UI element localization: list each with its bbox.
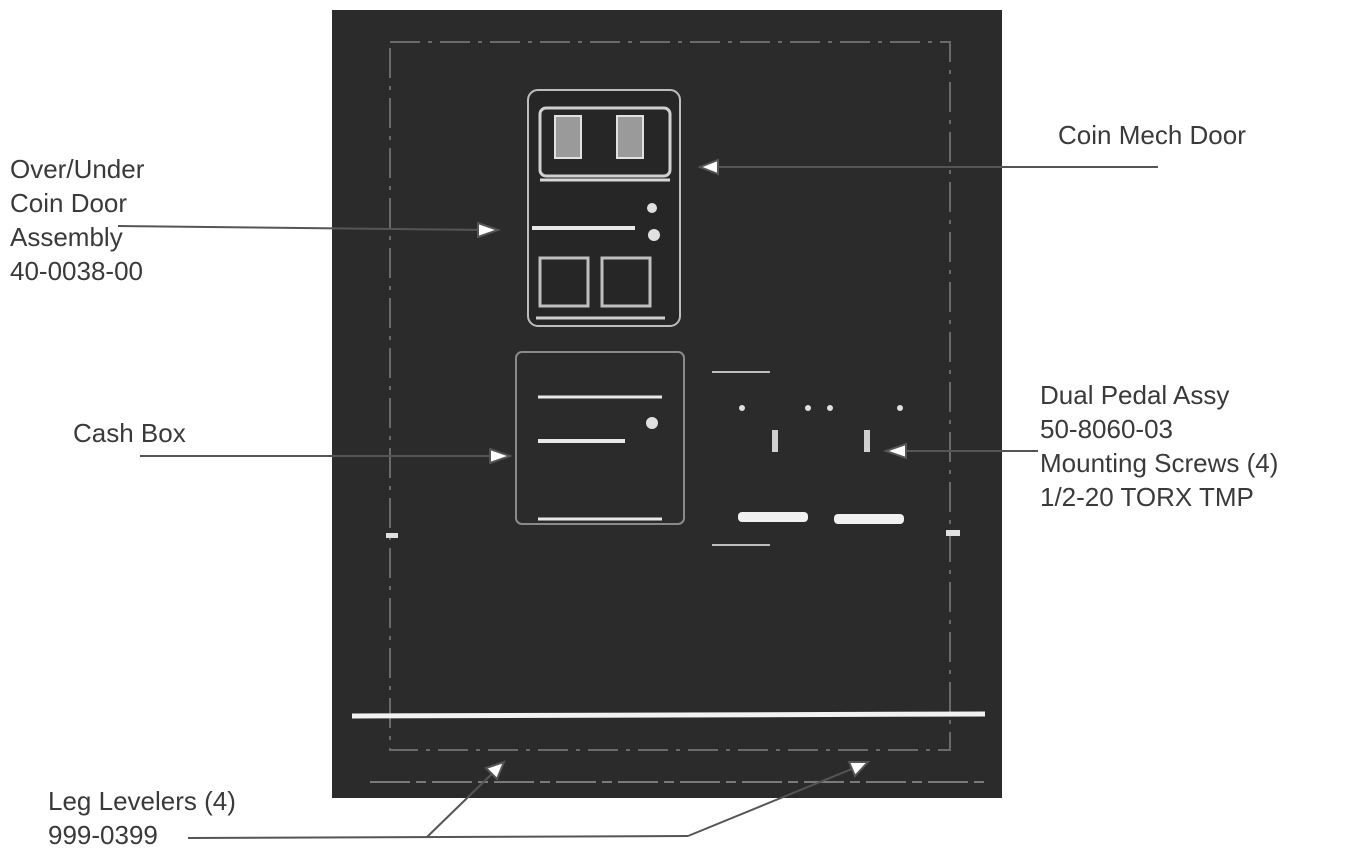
coin-mech-door-label: Coin Mech Door [1058,118,1246,152]
cash-box-label: Cash Box [73,416,186,450]
leg-levelers-line-1: Leg Levelers (4) [48,784,236,818]
over-under-line-4: 40-0038-00 [10,254,144,288]
pedal-left [738,512,808,522]
pedal-screw-right [864,430,870,452]
pedal-screw-left [772,430,778,452]
over-under-line-2: Coin Door [10,186,144,220]
leg-levelers-leader [188,836,688,838]
leg-levelers-line-2: 999-0399 [48,818,236,852]
cash-box-text: Cash Box [73,416,186,450]
dual-pedal-line-2: 50-8060-03 [1040,412,1278,446]
dual-pedal-line-3: Mounting Screws (4) [1040,446,1278,480]
cabinet-base-bar [352,714,985,716]
over-under-line-1: Over/Under [10,152,144,186]
over-under-coin-door-label: Over/Under Coin Door Assembly 40-0038-00 [10,152,144,288]
dual-pedal-line-4: 1/2-20 TORX TMP [1040,480,1278,514]
pedal-right [834,514,904,524]
leg-levelers-label: Leg Levelers (4) 999-0399 [48,784,236,852]
cash-box-lock [646,417,658,429]
over-under-line-3: Assembly [10,220,144,254]
coin-mech-door-text: Coin Mech Door [1058,118,1246,152]
dual-pedal-assy-label: Dual Pedal Assy 50-8060-03 Mounting Scre… [1040,378,1278,514]
coin-door-lock [647,203,657,213]
dual-pedal-line-1: Dual Pedal Assy [1040,378,1278,412]
coin-door-outline [528,90,680,326]
coin-slot-right [617,116,643,158]
coin-slot-left [555,116,581,158]
